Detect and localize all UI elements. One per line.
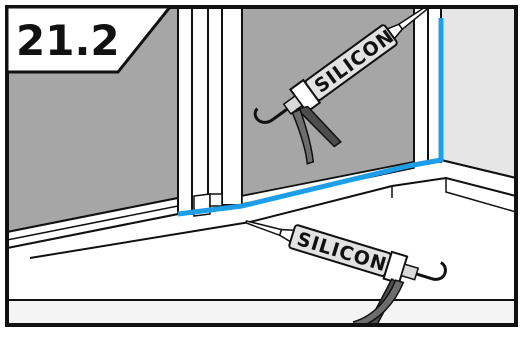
vertical-profile-3	[208, 7, 222, 210]
side-wall	[441, 7, 516, 178]
vertical-profile-4	[222, 7, 242, 205]
tray-front-lip	[7, 300, 516, 325]
vertical-profile-2	[192, 7, 208, 212]
corner-profile	[414, 7, 428, 164]
vertical-profile-1	[178, 7, 192, 214]
step-number: 21.2	[16, 16, 120, 65]
